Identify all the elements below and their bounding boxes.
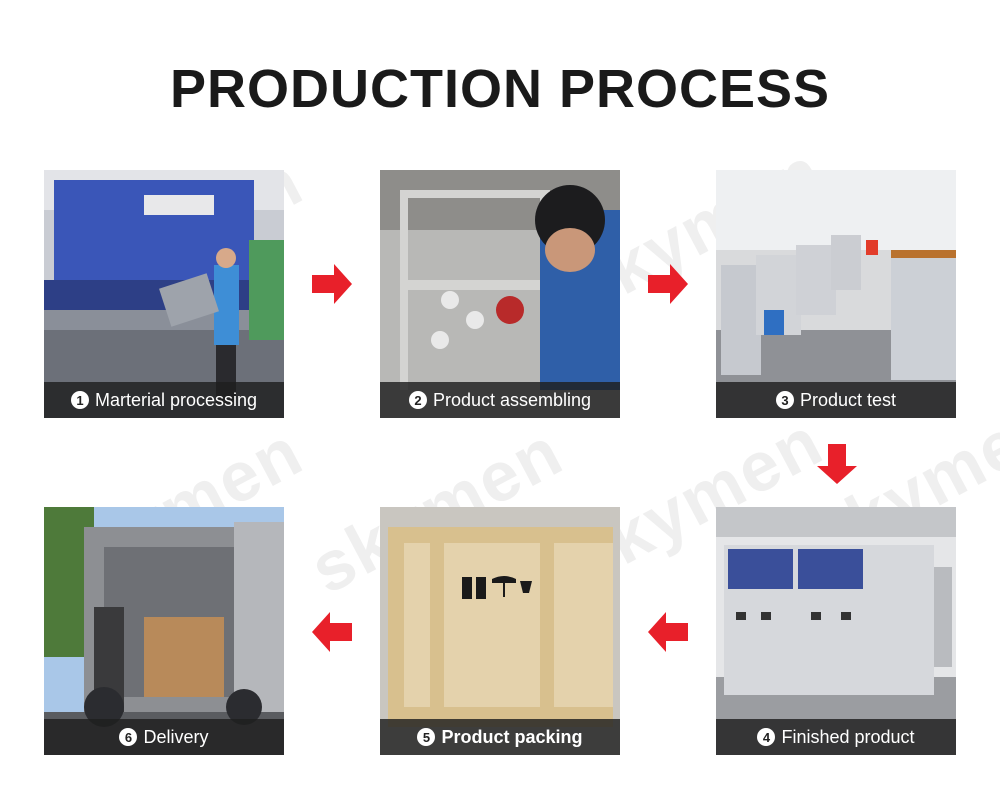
step-caption: 1 Marterial processing: [44, 382, 284, 418]
step-card-finished-product: 4 Finished product: [716, 507, 956, 755]
product-test-photo: [716, 170, 956, 418]
step-number-badge: 2: [408, 391, 427, 409]
step-label: Marterial processing: [94, 389, 258, 410]
page-title: PRODUCTION PROCESS: [169, 59, 831, 119]
step-card-product-assembling: 2 Product assembling: [380, 170, 620, 418]
arrow-right-icon: [648, 264, 688, 304]
arrow-left-icon: [648, 612, 688, 652]
step-label: Product assembling: [432, 389, 592, 410]
step-card-material-processing: 1 Marterial processing: [44, 170, 284, 418]
arrow-left-icon: [312, 612, 352, 652]
step-label: Finished product: [781, 726, 915, 747]
step-caption: 3 Product test: [716, 382, 956, 418]
step-caption: 2 Product assembling: [380, 382, 620, 418]
product-assembling-photo: [380, 170, 620, 418]
step-label: Delivery: [143, 726, 209, 747]
step-number-badge: 5: [417, 728, 436, 746]
finished-product-photo: [716, 507, 956, 755]
step-label: Product packing: [441, 726, 583, 747]
step-number-badge: 1: [70, 391, 89, 409]
product-packing-photo: [380, 507, 620, 755]
step-card-product-test: 3 Product test: [716, 170, 956, 418]
material-processing-photo: [44, 170, 284, 418]
step-label: Product test: [799, 389, 897, 410]
delivery-photo: [44, 507, 284, 755]
step-caption: 6 Delivery: [44, 719, 284, 755]
step-number-badge: 4: [757, 728, 776, 746]
step-caption: 5 Product packing: [380, 719, 620, 755]
arrow-down-icon: [817, 444, 857, 484]
step-card-delivery: 6 Delivery: [44, 507, 284, 755]
step-number-badge: 6: [119, 728, 138, 746]
arrow-right-icon: [312, 264, 352, 304]
step-caption: 4 Finished product: [716, 719, 956, 755]
step-card-product-packing: 5 Product packing: [380, 507, 620, 755]
step-number-badge: 3: [775, 391, 794, 409]
